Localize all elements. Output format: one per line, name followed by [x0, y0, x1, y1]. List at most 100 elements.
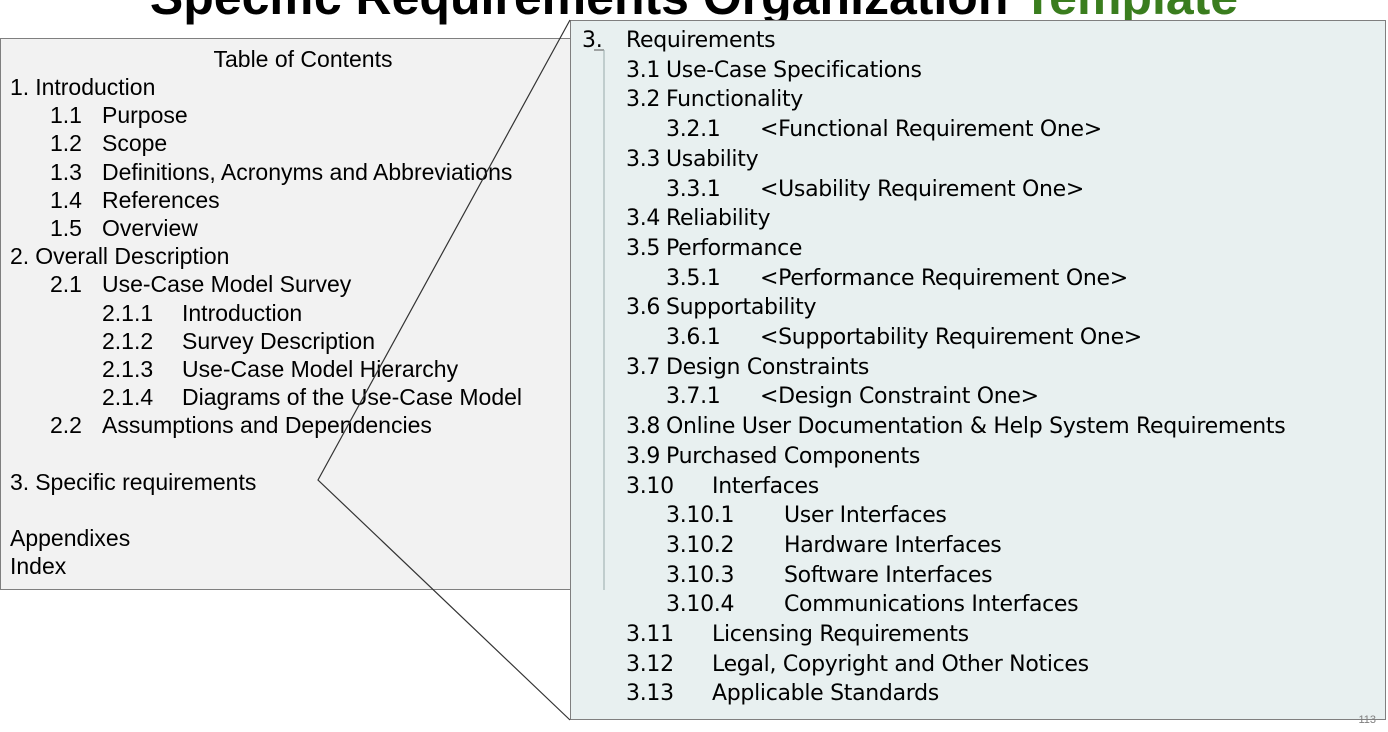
toc-item-label: References: [102, 186, 220, 213]
requirement-number: 3.5: [626, 235, 661, 261]
requirement-number: 3.2: [626, 87, 661, 113]
slide-title: Specific Requirements Organization Templ…: [0, 0, 1388, 22]
toc-item-number: 1.2: [50, 130, 82, 157]
toc-item-number: 1.3: [50, 158, 82, 185]
requirement-number: 3.8: [626, 414, 661, 440]
toc-item: Index: [10, 552, 66, 580]
toc-heading: Table of Contents: [213, 46, 393, 72]
toc-item: Appendixes: [10, 524, 130, 552]
toc-item: 2.Overall Description: [10, 242, 229, 270]
requirement-number: 3.10.2: [666, 532, 735, 558]
requirement-number: 3.3: [626, 146, 661, 172]
requirement-number: 3.10.1: [666, 503, 735, 529]
requirement-number: 3.: [582, 28, 603, 53]
toc-item: 2.1.4 Diagrams of the Use-Case Model: [102, 383, 522, 411]
requirement-number: 3.6: [626, 295, 661, 321]
requirement-item: 3.5.1 <Performance Requirement One>: [666, 265, 1128, 293]
requirement-number: 3.5.1: [666, 265, 721, 291]
toc-item-label: Use-Case Model Hierarchy: [182, 356, 459, 382]
requirement-label: Interfaces: [712, 473, 819, 499]
toc-item-label: Overview: [102, 215, 198, 241]
toc-item: 3.Specific requirements: [10, 468, 256, 496]
requirement-number: 3.12: [626, 651, 674, 677]
requirement-label: <Performance Requirement One>: [760, 265, 1128, 291]
requirement-number: 3.13: [626, 681, 674, 707]
requirement-item: 3.11 Licensing Requirements: [626, 621, 969, 649]
requirement-item: 3.Requirements: [582, 27, 776, 55]
toc-item: 1.Introduction: [10, 73, 155, 101]
requirement-label: Usability: [666, 146, 759, 172]
requirement-number: 3.1: [626, 57, 661, 83]
requirement-label: Reliability: [666, 206, 771, 232]
toc-item-number: 2.1.4: [102, 384, 154, 411]
requirement-number: 3.3.1: [666, 176, 721, 202]
toc-item-number: 1.1: [50, 102, 82, 129]
toc-item: 2.1.3 Use-Case Model Hierarchy: [102, 355, 458, 383]
toc-item-number: 1.4: [50, 186, 82, 213]
toc-item-label: Index: [10, 553, 67, 579]
toc-item: 2.1.1 Introduction: [102, 299, 302, 327]
requirement-number: 3.6.1: [666, 325, 721, 350]
toc-item-label: Appendixes: [10, 524, 131, 551]
toc-item-label: Introduction: [35, 74, 156, 100]
toc-item-number: 1.: [10, 74, 30, 100]
requirement-item: 3.10.3 Software Interfaces: [666, 562, 993, 590]
page-number: 113: [1358, 714, 1376, 726]
toc-item-number: 2.1.3: [102, 356, 154, 382]
requirement-number: 3.10: [626, 473, 674, 499]
requirement-number: 3.10.3: [666, 562, 735, 588]
requirement-item: 3.12 Legal, Copyright and Other Notices: [626, 651, 1089, 679]
requirement-label: Licensing Requirements: [712, 622, 969, 647]
toc-item-label: Diagrams of the Use-Case Model: [182, 384, 523, 411]
requirement-label: <Design Constraint One>: [760, 384, 1039, 410]
requirement-number: 3.9: [626, 443, 661, 469]
requirement-label: <Functional Requirement One>: [760, 117, 1102, 143]
toc-item-number: 2.2: [50, 412, 82, 439]
requirement-label: Online User Documentation & Help System …: [666, 414, 1286, 440]
toc-item-number: 1.5: [50, 215, 82, 241]
toc-item-label: Survey Description: [182, 327, 376, 354]
toc-item-label: Introduction: [182, 299, 303, 326]
toc-item: 1.5 Overview: [50, 214, 198, 242]
toc-item-label: Scope: [102, 130, 168, 157]
requirement-item: 3.10 Interfaces: [626, 473, 819, 501]
requirement-label: Design Constraints: [666, 354, 870, 380]
slide-title-accent: Template: [1022, 0, 1238, 25]
requirement-number: 3.7.1: [666, 384, 721, 410]
requirements-panel: [570, 20, 1386, 720]
requirement-item: 3.6.1 <Supportability Requirement One>: [666, 324, 1142, 352]
toc-item-number: 2.1: [50, 271, 82, 298]
requirement-label: <Supportability Requirement One>: [760, 325, 1142, 350]
toc-item-number: 2.1.2: [102, 327, 154, 354]
requirement-label: Software Interfaces: [784, 562, 993, 588]
toc-item: 2.1 Use-Case Model Survey: [50, 270, 351, 298]
requirement-item: 3.13 Applicable Standards: [626, 680, 939, 708]
slide-title-text: Specific Requirements Organization: [150, 0, 1009, 25]
requirement-label: User Interfaces: [784, 503, 947, 529]
requirement-number: 3.4: [626, 206, 661, 232]
requirement-label: Legal, Copyright and Other Notices: [712, 651, 1089, 677]
requirement-number: 3.11: [626, 622, 674, 647]
toc-item: 1.4 References: [50, 186, 220, 214]
toc-item-label: Specific requirements: [35, 468, 257, 495]
requirement-item: 3.7.1 <Design Constraint One>: [666, 383, 1039, 411]
toc-item-label: Overall Description: [35, 243, 230, 270]
requirement-label: Performance: [666, 235, 803, 261]
toc-item-label: Use-Case Model Survey: [102, 271, 352, 298]
requirement-label: Purchased Components: [666, 443, 921, 469]
toc-item-number: 2.1.1: [102, 299, 154, 326]
requirement-label: Use-Case Specifications: [666, 57, 922, 83]
requirement-number: 3.7: [626, 354, 661, 380]
requirement-label: Applicable Standards: [712, 681, 939, 707]
